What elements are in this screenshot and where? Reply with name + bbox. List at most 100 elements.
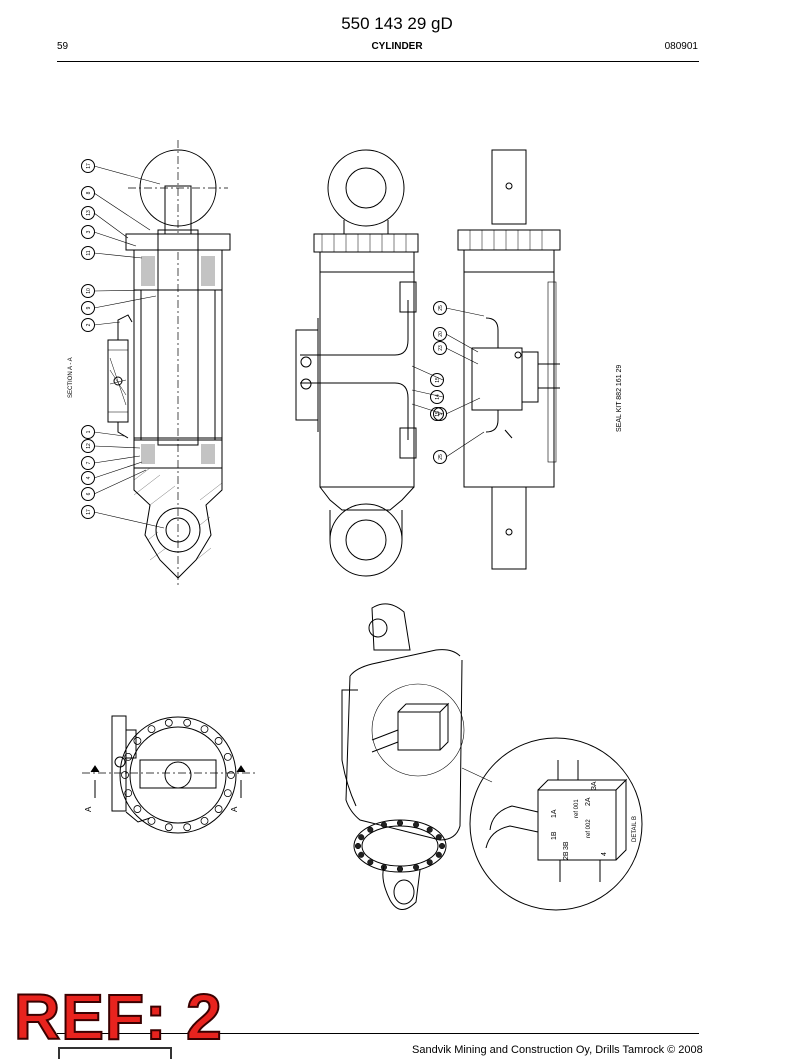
page-number: 59 [57,41,69,52]
bolt-icon [367,826,374,833]
callout-label: 2 [86,323,92,326]
bolt-icon [200,725,209,734]
bolt-icon [147,725,156,734]
callout-label: 10 [86,288,92,294]
valve-port-label: 3A [591,781,598,790]
callout-bubble [430,373,444,387]
bolt-icon [200,816,209,825]
bolt-icon [124,789,133,798]
leader-line [445,307,485,317]
bolt-icon [164,823,173,832]
bolt-icon [121,771,129,779]
bolt-icon [183,823,192,832]
callout-label: 15 [435,377,441,383]
callout-label: 11 [86,250,92,255]
section-marker-left: A [84,806,93,812]
valve-port-label: 2A [585,797,592,806]
callout-label: 7 [86,461,92,464]
leader-line [93,511,165,529]
bolt-icon [413,821,420,828]
page-title: CYLINDER [371,41,423,52]
front-view: 15 14 15 [295,149,444,577]
callout-label: 23 [438,345,444,351]
leader-line [93,289,157,292]
bolt-icon [223,752,232,761]
leader-line [93,445,141,449]
valve-port-label: 1A [551,809,558,818]
bolt-icon [413,864,420,871]
bolt-icon [367,859,374,866]
valve-port-label: 4 [601,852,608,856]
bolt-icon [438,842,446,850]
callout-label: 4 [86,476,92,479]
leader-line [93,212,129,239]
callout-label: 20 [438,331,444,337]
bolt-icon [133,737,142,745]
callout-bubble [430,390,444,404]
bolt-icon [435,834,442,841]
leader-line [93,461,143,479]
callout-label: 8 [86,191,92,194]
bolt-icon [124,752,133,761]
valve-port-label: 3B [563,841,570,850]
callout-label: 14 [435,394,441,400]
section-label: SECTION A - A [68,357,74,398]
bolt-icon [396,865,404,873]
leader-line [93,295,157,309]
callout-label: 13 [86,210,92,216]
leader-line [411,403,444,415]
leader-line [445,333,479,353]
footer-copyright: Sandvik Mining and Construction Oy, Dril… [412,1044,703,1056]
leader-line [93,469,147,495]
callouts-right: 25 20 23 5 25 [433,301,485,464]
leader-line [93,231,137,247]
leader-line [93,455,141,464]
leader-line [411,389,444,398]
valve-tag-2: ref 002 [586,819,592,838]
end-view: A A [82,715,256,834]
callouts-middle: 15 14 15 [411,365,444,421]
bolt-icon [223,789,232,798]
callout-label: 17 [86,163,92,169]
bolt-icon [354,842,362,850]
bolt-icon [396,819,404,827]
leader-line [93,321,121,326]
header-rule [57,61,699,62]
leader-line [445,431,485,458]
callout-label: 5 [438,412,444,415]
leader-line [93,252,143,259]
bolt-icon [133,805,142,813]
callout-label: 6 [86,492,92,495]
bolt-icon [426,859,433,866]
document-number: 550 143 29 gD [341,14,453,33]
valve-tag-1: ref 001 [574,799,580,818]
bolt-icon [147,816,156,825]
bolt-icon [435,851,442,858]
leader-line [445,347,479,365]
bolt-icon [214,737,223,745]
leader-line [93,192,151,231]
detail-label: DETAIL B [632,816,638,842]
valve-port-label: 2B [563,851,570,860]
callout-label: 25 [438,305,444,311]
callout-label: 17 [86,509,92,515]
bolt-icon [227,771,235,779]
bolt-icon [183,718,192,727]
callout-label: 25 [438,454,444,460]
valve-port-label: 1B [551,831,558,840]
callout-label: 9 [86,306,92,309]
callout-bubble [430,407,444,421]
bolt-icon [426,826,433,833]
bolt-icon [358,834,365,841]
callout-label: 1 [86,430,92,433]
callout-label: 15 [435,411,441,417]
footer-rule [57,1033,699,1034]
leader-line [93,165,161,185]
callout-label: 12 [86,443,92,449]
leader-line [93,431,125,437]
